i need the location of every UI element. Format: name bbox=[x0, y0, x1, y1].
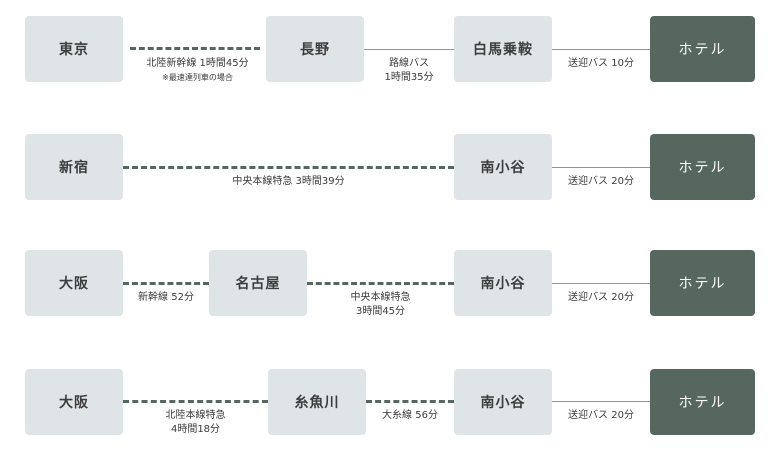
rail-hokuriku-line bbox=[123, 400, 268, 403]
rail-oito-line bbox=[366, 400, 454, 403]
rail-shinkansen bbox=[123, 282, 209, 285]
station-hakuba-norikura: 白馬乗鞍 bbox=[454, 16, 552, 82]
station-tokyo: 東京 bbox=[25, 16, 123, 82]
segment-label: 北陸本線特急 4時間18分 bbox=[123, 409, 268, 437]
segment-text-2: 1時間35分 bbox=[384, 72, 434, 83]
station-osaka: 大阪 bbox=[25, 369, 123, 435]
segment-text: 中央本線特急 3時間39分 bbox=[232, 176, 345, 187]
segment-text: 送迎バス 20分 bbox=[568, 176, 634, 187]
segment-label: 送迎バス 20分 bbox=[552, 291, 650, 305]
destination-hotel: ホテル bbox=[650, 16, 755, 82]
destination-hotel: ホテル bbox=[650, 250, 755, 316]
segment-text: 北陸新幹線 1時間45分 bbox=[146, 58, 249, 69]
segment-text: 路線バス bbox=[389, 58, 429, 69]
rail-chuo-line bbox=[123, 166, 454, 169]
segment-text: 送迎バス 20分 bbox=[568, 410, 634, 421]
station-minami-otari: 南小谷 bbox=[454, 369, 552, 435]
station-minami-otari: 南小谷 bbox=[454, 250, 552, 316]
segment-label: 送迎バス 20分 bbox=[552, 175, 650, 189]
segment-label: 送迎バス 10分 bbox=[552, 57, 650, 71]
segment-label: 北陸新幹線 1時間45分 ※最速達列車の場合 bbox=[125, 57, 270, 85]
segment-label: 中央本線特急 3時間45分 bbox=[307, 291, 454, 319]
segment-text: 送迎バス 10分 bbox=[568, 58, 634, 69]
rail-chuo-line bbox=[307, 282, 454, 285]
segment-text: 大糸線 56分 bbox=[382, 410, 438, 421]
shuttle-bus-line bbox=[552, 167, 650, 168]
station-nagoya: 名古屋 bbox=[209, 250, 307, 316]
station-shinjuku: 新宿 bbox=[25, 134, 123, 200]
segment-text: 新幹線 52分 bbox=[138, 292, 194, 303]
segment-text: 中央本線特急 bbox=[350, 292, 411, 303]
station-itoigawa: 糸魚川 bbox=[268, 369, 366, 435]
segment-label: 中央本線特急 3時間39分 bbox=[123, 175, 454, 189]
bus-route-line bbox=[364, 49, 454, 50]
segment-text-2: 4時間18分 bbox=[170, 424, 221, 435]
station-minami-otari: 南小谷 bbox=[454, 134, 552, 200]
segment-label: 路線バス 1時間35分 bbox=[364, 57, 454, 85]
segment-text: 北陸本線特急 bbox=[165, 410, 226, 421]
station-osaka: 大阪 bbox=[25, 250, 123, 316]
segment-label: 新幹線 52分 bbox=[123, 291, 209, 305]
shuttle-bus-line bbox=[552, 401, 650, 402]
segment-text-2: 3時間45分 bbox=[355, 306, 406, 317]
segment-label: 送迎バス 20分 bbox=[552, 409, 650, 423]
shuttle-bus-line bbox=[552, 49, 650, 50]
rail-hokuriku-shinkansen bbox=[130, 47, 260, 50]
segment-label: 大糸線 56分 bbox=[366, 409, 454, 423]
destination-hotel: ホテル bbox=[650, 134, 755, 200]
segment-note: ※最速達列車の場合 bbox=[162, 73, 233, 82]
segment-text: 送迎バス 20分 bbox=[568, 292, 634, 303]
shuttle-bus-line bbox=[552, 283, 650, 284]
station-nagano: 長野 bbox=[266, 16, 364, 82]
destination-hotel: ホテル bbox=[650, 369, 755, 435]
